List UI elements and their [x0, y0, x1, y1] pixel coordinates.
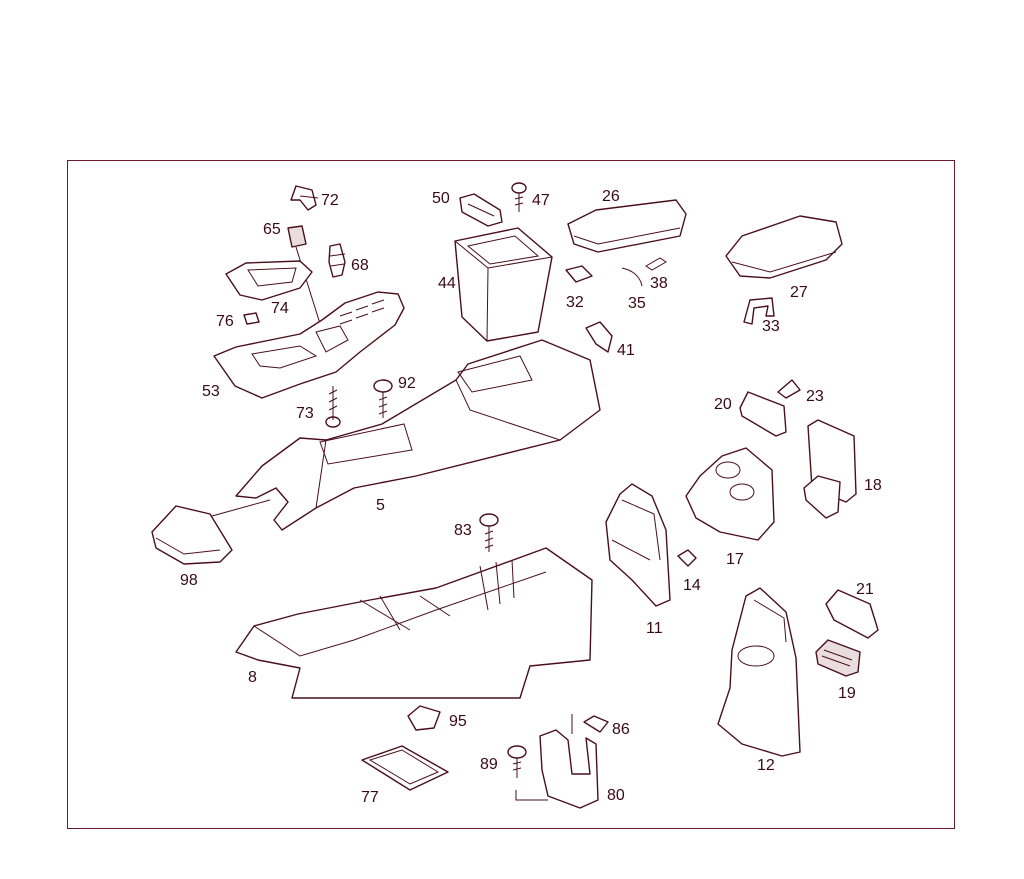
- part-26: [567, 199, 687, 253]
- part-50: [459, 193, 503, 227]
- part-5: [211, 339, 601, 531]
- callout-53: 53: [202, 383, 220, 400]
- callout-38: 38: [650, 275, 668, 292]
- callout-11: 11: [646, 620, 663, 637]
- part-41: [585, 321, 613, 353]
- part-35: [621, 267, 643, 287]
- callout-86: 86: [612, 721, 630, 738]
- callout-72: 72: [321, 192, 339, 209]
- callout-92: 92: [398, 375, 416, 392]
- callout-44: 44: [438, 275, 456, 292]
- part-53: [213, 291, 405, 399]
- part-14: [677, 549, 697, 567]
- part-80: [515, 714, 599, 809]
- callout-27: 27: [790, 284, 808, 301]
- part-95: [407, 705, 441, 731]
- callout-89: 89: [480, 756, 498, 773]
- callout-65: 65: [263, 221, 281, 238]
- callout-77: 77: [361, 789, 379, 806]
- callout-41: 41: [617, 342, 635, 359]
- part-47: [511, 182, 527, 212]
- part-23: [777, 379, 801, 399]
- part-92: [373, 379, 393, 418]
- part-98: [151, 505, 233, 565]
- callout-32: 32: [566, 294, 584, 311]
- callout-12: 12: [757, 757, 775, 774]
- part-76: [243, 312, 260, 325]
- part-89: [507, 745, 527, 778]
- callout-83: 83: [454, 522, 472, 539]
- callout-17: 17: [726, 551, 744, 568]
- part-38: [645, 257, 667, 271]
- callout-20: 20: [714, 396, 732, 413]
- callout-33: 33: [762, 318, 780, 335]
- callout-8: 8: [248, 669, 257, 686]
- part-72: [290, 185, 319, 211]
- callout-73: 73: [296, 405, 314, 422]
- part-27: [725, 215, 843, 279]
- callout-5: 5: [376, 497, 385, 514]
- part-19: [815, 639, 861, 677]
- part-8: [235, 547, 593, 699]
- part-68: [328, 243, 346, 278]
- callout-35: 35: [628, 295, 646, 312]
- part-77: [361, 745, 449, 791]
- callout-23: 23: [806, 388, 824, 405]
- callout-98: 98: [180, 572, 198, 589]
- part-73: [325, 386, 341, 428]
- part-32: [565, 265, 593, 283]
- callout-26: 26: [602, 188, 620, 205]
- callout-18: 18: [864, 477, 882, 494]
- part-83: [479, 513, 499, 552]
- part-74: [225, 260, 313, 301]
- callout-80: 80: [607, 787, 625, 804]
- part-17: [685, 447, 775, 541]
- part-33: [743, 297, 775, 325]
- callout-14: 14: [683, 577, 701, 594]
- part-21: [825, 589, 879, 639]
- callout-47: 47: [532, 192, 550, 209]
- callout-74: 74: [271, 300, 289, 317]
- callout-68: 68: [351, 257, 369, 274]
- part-86: [583, 715, 609, 733]
- diagram-frame: [67, 160, 955, 829]
- callout-76: 76: [216, 313, 234, 330]
- callout-95: 95: [449, 713, 467, 730]
- part-11: [605, 483, 671, 607]
- callout-19: 19: [838, 685, 856, 702]
- part-20: [739, 391, 787, 437]
- part-18: [803, 419, 857, 519]
- part-12: [717, 587, 801, 757]
- callout-50: 50: [432, 190, 450, 207]
- callout-21: 21: [856, 581, 874, 598]
- part-44: [454, 227, 553, 342]
